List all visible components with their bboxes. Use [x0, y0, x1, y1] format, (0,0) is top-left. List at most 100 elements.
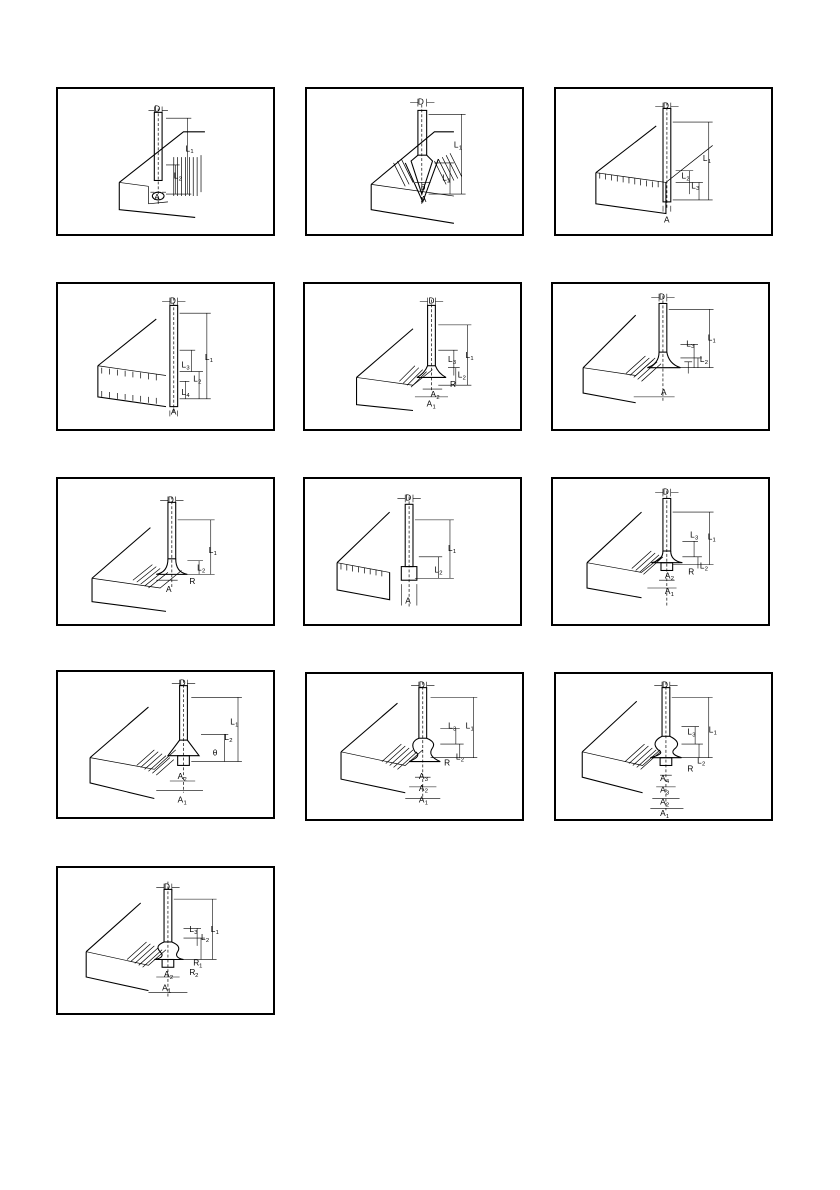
svg-text:3: 3 — [425, 777, 428, 783]
label-L2: L — [697, 757, 702, 766]
label-L3: L — [691, 181, 696, 190]
label-A: A — [421, 195, 427, 204]
label-D: D — [659, 293, 665, 302]
label-L1: L — [209, 546, 214, 555]
label-A4: A — [660, 774, 666, 783]
label-L2: L — [458, 370, 463, 379]
label-L2: L — [682, 172, 687, 181]
svg-text:3: 3 — [194, 930, 197, 936]
label-A: A — [154, 193, 160, 202]
svg-text:3: 3 — [691, 344, 694, 350]
label-A: A — [664, 215, 670, 224]
label-D: D — [180, 679, 186, 688]
label-L2: L — [201, 933, 206, 942]
label-A3: A — [419, 772, 425, 781]
label-A1: A — [660, 809, 666, 818]
svg-text:2: 2 — [705, 360, 708, 366]
svg-text:1: 1 — [184, 800, 187, 806]
svg-text:2: 2 — [229, 738, 232, 744]
svg-text:1: 1 — [708, 159, 711, 165]
label-R: R — [444, 758, 450, 767]
svg-text:1: 1 — [216, 930, 219, 936]
label-L2: L — [700, 355, 705, 364]
svg-text:1: 1 — [210, 358, 213, 364]
label-L1: L — [205, 353, 210, 362]
label-R: R — [189, 577, 195, 586]
svg-text:3: 3 — [453, 360, 456, 366]
svg-text:2: 2 — [447, 178, 450, 184]
label-L3: L — [182, 361, 187, 370]
svg-text:2: 2 — [198, 379, 201, 385]
svg-text:2: 2 — [170, 975, 173, 981]
label-R2: R — [189, 968, 195, 977]
svg-text:1: 1 — [168, 989, 171, 995]
label-A: A — [405, 597, 411, 606]
svg-text:2: 2 — [461, 758, 464, 764]
svg-text:1: 1 — [199, 963, 202, 969]
svg-text:1: 1 — [190, 149, 193, 155]
label-L1: L — [230, 718, 235, 727]
label-D: D — [418, 98, 424, 107]
label-theta: θ — [213, 749, 218, 758]
svg-text:1: 1 — [713, 338, 716, 344]
label-L1: L — [466, 351, 471, 360]
label-A: A — [166, 585, 172, 594]
label-D: D — [164, 882, 170, 891]
label-L1: L — [703, 154, 708, 163]
label-A1: A — [419, 795, 425, 804]
svg-text:2: 2 — [436, 395, 439, 401]
label-A: A — [171, 407, 177, 416]
label-L2: L — [442, 173, 447, 182]
label-A2: A — [178, 772, 184, 781]
label-R1: R — [193, 958, 199, 967]
label-L2: L — [197, 563, 202, 572]
svg-text:2: 2 — [439, 570, 442, 576]
label-L2: L — [434, 565, 439, 574]
svg-text:1: 1 — [470, 726, 473, 732]
svg-text:2: 2 — [179, 176, 182, 182]
label-A2: A — [660, 797, 666, 806]
label-R: R — [450, 380, 456, 389]
label-A2: A — [419, 784, 425, 793]
svg-text:3: 3 — [666, 791, 669, 797]
svg-text:4: 4 — [186, 393, 190, 399]
label-A1: A — [665, 587, 671, 596]
label-L2: L — [456, 753, 461, 762]
label-D: D — [419, 681, 425, 690]
svg-text:2: 2 — [195, 973, 198, 979]
label-L3: L — [686, 339, 691, 348]
label-R: R — [687, 764, 693, 773]
svg-text:1: 1 — [459, 145, 462, 151]
label-A2: A — [164, 970, 170, 979]
label-A3: A — [660, 786, 666, 795]
svg-text:2: 2 — [671, 576, 674, 582]
svg-text:2: 2 — [705, 566, 708, 572]
label-L1: L — [708, 333, 713, 342]
label-A: A — [661, 388, 667, 397]
svg-text:4: 4 — [666, 779, 670, 785]
svg-text:2: 2 — [184, 777, 187, 783]
svg-text:1: 1 — [214, 551, 217, 557]
label-L1: L — [448, 544, 453, 553]
label-L2: L — [700, 562, 705, 571]
label-L2: L — [224, 733, 229, 742]
label-R: R — [688, 567, 694, 576]
